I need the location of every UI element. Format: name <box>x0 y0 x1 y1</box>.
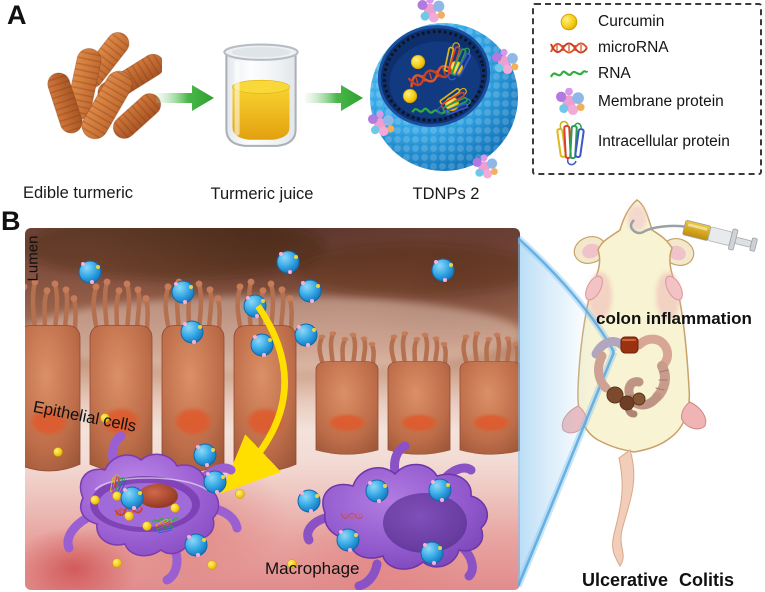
macrophage-nucleus <box>383 493 467 553</box>
tdnp-nanoparticle-illustration <box>368 0 519 179</box>
gavage-syringe-icon <box>629 219 758 252</box>
legend-item-intracellular-protein: Intracellular protein <box>540 118 754 166</box>
macrophage-nucleus <box>138 484 178 508</box>
legend-label: Curcumin <box>598 13 665 30</box>
rna-icon <box>540 65 598 83</box>
process-arrow-icon <box>305 85 363 111</box>
legend-label: RNA <box>598 65 631 82</box>
macrophage-label: Macrophage <box>265 559 360 578</box>
macrophage-right <box>297 441 489 590</box>
curcumin-icon <box>540 13 598 31</box>
microrna-icon <box>540 38 598 58</box>
turmeric-roots-illustration <box>47 31 162 140</box>
legend-label: Membrane protein <box>598 93 724 110</box>
membrane-protein-icon <box>540 88 598 116</box>
caption-turmeric-juice: Turmeric juice <box>210 185 314 203</box>
legend-item-microrna: microRNA <box>540 38 754 58</box>
legend-label: microRNA <box>598 39 669 56</box>
legend-label: Intracellular protein <box>598 133 730 150</box>
panel-a-label: A <box>7 0 27 30</box>
panel-b-label: B <box>1 206 21 236</box>
legend-item-curcumin: Curcumin <box>540 13 754 31</box>
legend: Curcumin microRNA RNA Membrane protein I… <box>532 3 762 175</box>
mouse-tail <box>612 449 635 567</box>
process-arrow-icon <box>156 85 214 111</box>
turmeric-juice-liquid <box>232 86 290 140</box>
legend-item-rna: RNA <box>540 65 754 83</box>
beaker-illustration <box>223 43 299 147</box>
mouse-illustration <box>518 199 758 588</box>
uptake-arrow-icon <box>220 304 288 494</box>
mucosa-scene-graphics <box>25 228 520 590</box>
macrophage-left <box>63 431 242 585</box>
turmeric-rhizomes <box>47 31 162 140</box>
intestinal-mucosa-scene: Lumen Epithelial cells Macrophage <box>25 228 520 590</box>
colon-inflammation-label: colon inflammation <box>596 309 752 328</box>
intracellular-protein-icon <box>540 118 598 166</box>
caption-edible-turmeric: Edible turmeric <box>22 184 134 202</box>
ulcerative-colitis-label: Ulcerative Colitis <box>581 570 735 590</box>
caption-tdnps: TDNPs 2 <box>412 185 480 203</box>
lumen-label: Lumen <box>25 235 42 282</box>
legend-item-membrane-protein: Membrane protein <box>540 88 754 116</box>
colon-illustration <box>591 334 673 418</box>
